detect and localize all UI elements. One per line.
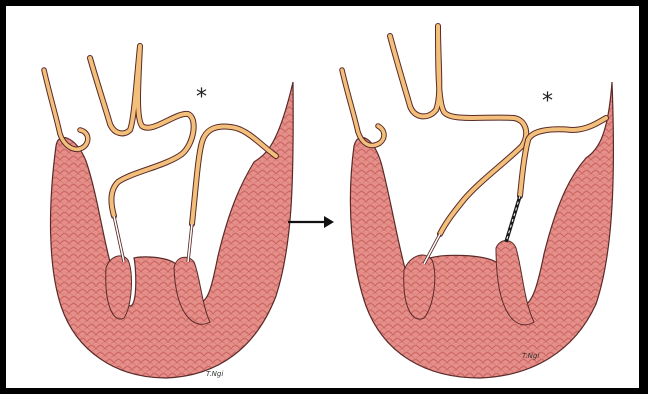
right-heart-after-repair: * T.Ngi <box>342 26 613 378</box>
valve-repair-diagram: * T.Ngi * T.Ngi <box>6 6 639 388</box>
left-heart-before-repair: * T.Ngi <box>44 46 293 378</box>
left-anterior-leaflet <box>90 46 194 216</box>
right-ventricle-wall <box>350 82 613 378</box>
right-arrow-icon <box>288 216 334 228</box>
right-asterisk-marker: * <box>542 89 553 114</box>
left-ventricle-wall <box>51 82 294 378</box>
right-anterior-leaflet <box>390 26 526 234</box>
left-signature: T.Ngi <box>206 370 223 378</box>
diagram-canvas: * T.Ngi * T.Ngi <box>6 6 639 388</box>
right-signature: T.Ngi <box>522 352 539 360</box>
left-asterisk-marker: * <box>196 85 207 110</box>
right-outer-leaflet <box>342 70 384 146</box>
